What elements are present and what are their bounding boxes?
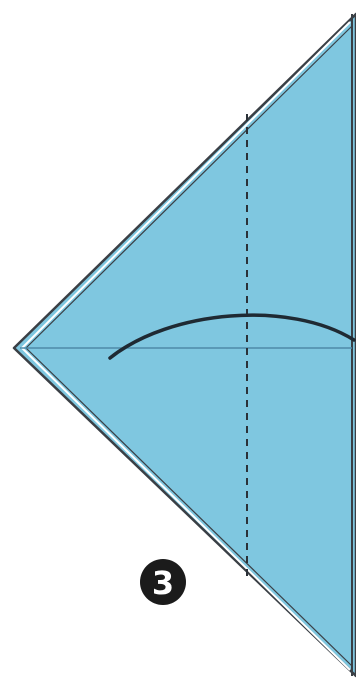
- step-number-label: 3: [152, 564, 174, 602]
- step-number-badge: 3: [140, 559, 186, 605]
